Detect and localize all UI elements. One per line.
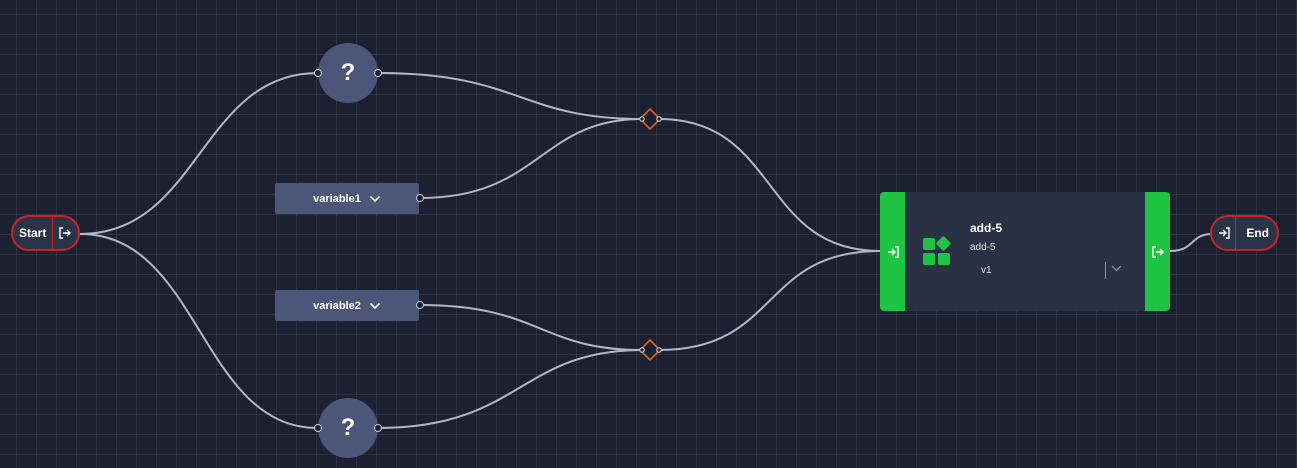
end-node[interactable]: End	[1210, 215, 1279, 251]
merge-diamond-icon	[638, 107, 662, 131]
function-blocks-icon	[923, 236, 951, 265]
function-title: add-5	[970, 221, 1003, 235]
chevron-down-icon[interactable]	[1111, 265, 1122, 272]
edge-variable2-to-merge-bottom	[419, 304, 643, 351]
function-input-port[interactable]	[880, 192, 905, 311]
function-node[interactable]: add-5 add-5 v1	[880, 192, 1170, 311]
enter-arrow-icon	[887, 245, 899, 258]
version-select-value[interactable]: v1	[981, 265, 992, 276]
exit-arrow-icon	[1151, 245, 1164, 258]
merge-node-top[interactable]	[638, 107, 662, 131]
variable-label: variable2	[313, 299, 361, 312]
variable-node-2[interactable]: variable2	[275, 290, 419, 321]
unknown-node-bottom[interactable]: ?	[318, 398, 378, 458]
unknown-node-top[interactable]: ?	[318, 43, 378, 103]
edge-function-to-end	[1169, 233, 1213, 252]
unknown-node-label: ?	[340, 59, 356, 86]
variable1-output-port[interactable]	[416, 194, 424, 202]
unknown-top-output-port[interactable]	[374, 69, 382, 77]
variable-node-1[interactable]: variable1	[275, 183, 419, 214]
edge-unknown-bottom-to-merge-bottom	[377, 349, 643, 429]
start-divider	[51, 215, 53, 251]
edge-start-to-unknown-bottom	[79, 233, 319, 429]
edge-variable1-to-merge-top	[419, 118, 643, 199]
variable-label: variable1	[313, 192, 361, 205]
chevron-down-icon[interactable]	[369, 195, 381, 203]
merge-diamond-icon	[638, 338, 662, 362]
edge-merge-top-to-function	[658, 118, 881, 252]
variable2-output-port[interactable]	[416, 301, 424, 309]
function-subtitle: add-5	[970, 242, 996, 253]
unknown-bottom-input-port[interactable]	[314, 424, 322, 432]
end-divider	[1235, 215, 1237, 251]
edge-unknown-top-to-merge-top	[377, 72, 643, 120]
enter-arrow-icon	[1218, 227, 1230, 239]
edge-merge-bottom-to-function	[658, 250, 881, 351]
unknown-bottom-output-port[interactable]	[374, 424, 382, 432]
merge-node-bottom[interactable]	[638, 338, 662, 362]
unknown-top-input-port[interactable]	[314, 69, 322, 77]
version-select-divider	[1105, 262, 1106, 279]
start-label: Start	[19, 226, 47, 240]
unknown-node-label: ?	[340, 414, 356, 441]
start-node[interactable]: Start	[11, 215, 80, 251]
end-input-port[interactable]	[1212, 217, 1235, 249]
start-output-port[interactable]	[53, 217, 78, 249]
end-label: End	[1246, 226, 1270, 240]
edge-start-to-unknown-top	[79, 72, 319, 235]
chevron-down-icon[interactable]	[369, 302, 381, 310]
exit-arrow-icon	[59, 227, 72, 239]
function-output-port[interactable]	[1145, 192, 1170, 311]
